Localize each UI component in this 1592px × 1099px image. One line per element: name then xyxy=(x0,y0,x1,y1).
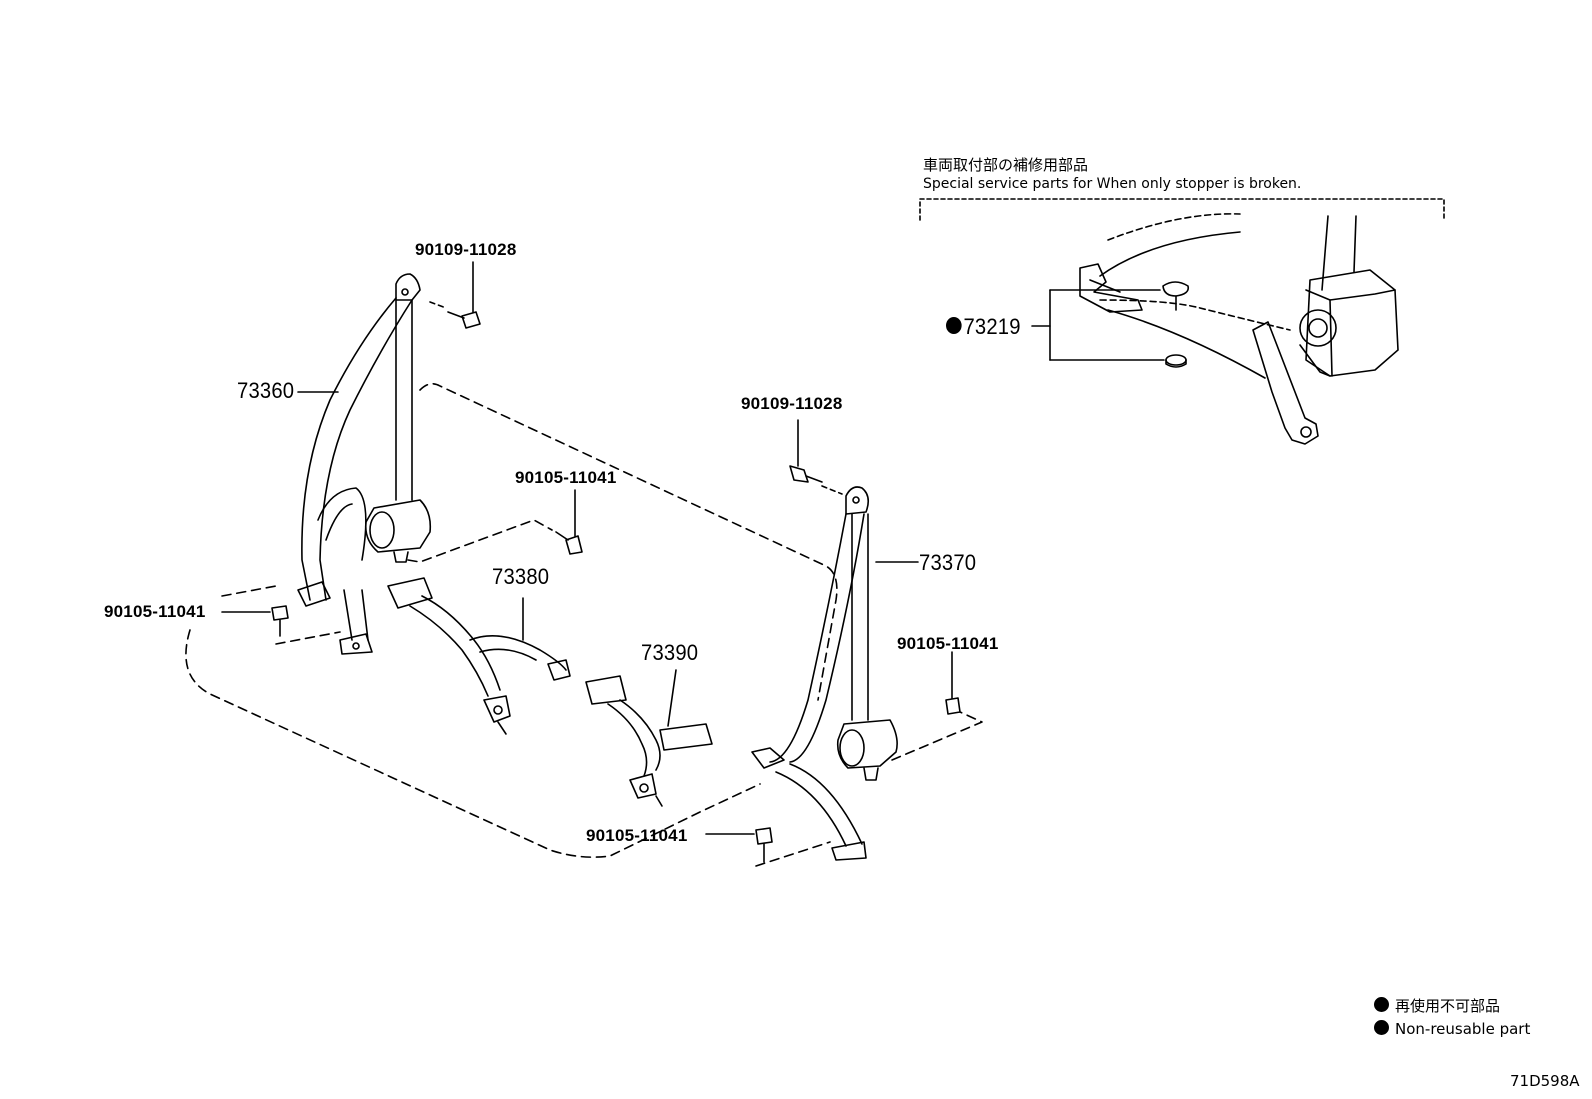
part-label-73360[interactable]: 73360 xyxy=(237,378,295,403)
legend-dot-icon xyxy=(1374,1020,1389,1035)
bolt-label-90105-bottom[interactable]: 90105-11041 xyxy=(586,826,688,845)
legend-en-text: Non-reusable part xyxy=(1395,1020,1531,1038)
seat-belt-73360-drawing xyxy=(297,273,432,655)
legend-en: Non-reusable part xyxy=(1374,1020,1530,1038)
legend-jp-text: 再使用不可部品 xyxy=(1395,997,1501,1015)
bolt-label-90105-center[interactable]: 90105-11041 xyxy=(515,468,617,487)
bolt-label-90105-right[interactable]: 90105-11041 xyxy=(897,634,999,653)
part-number-text: 73219 xyxy=(963,314,1021,339)
install-dashed-lines xyxy=(185,382,983,867)
figure-code: 71D598A xyxy=(1510,1072,1580,1090)
detail-bracket xyxy=(919,198,1445,221)
legend-dot-icon xyxy=(1374,997,1389,1012)
service-parts-title-en: Special service parts for When only stop… xyxy=(923,176,1302,192)
part-label-73390[interactable]: 73390 xyxy=(641,640,699,665)
buckle-73380-drawing xyxy=(387,577,571,735)
part-label-73380[interactable]: 73380 xyxy=(492,564,550,589)
bolt-label-90105-left[interactable]: 90105-11041 xyxy=(104,602,206,621)
buckle-73390-drawing xyxy=(585,669,713,807)
bolts-drawing xyxy=(221,261,961,863)
part-label-73219[interactable]: 73219 xyxy=(946,314,1021,340)
bolt-label-90109-right[interactable]: 90109-11028 xyxy=(741,394,843,413)
part-label-73370[interactable]: 73370 xyxy=(919,550,977,575)
service-parts-title-jp: 車両取付部の補修用部品 xyxy=(923,156,1089,174)
seat-belt-73370-drawing xyxy=(751,486,919,861)
non-reusable-dot-icon xyxy=(946,317,962,334)
stopper-detail-drawing xyxy=(1031,213,1399,445)
legend-jp: 再使用不可部品 xyxy=(1374,995,1500,1016)
bolt-label-90109-upper[interactable]: 90109-11028 xyxy=(415,240,517,259)
